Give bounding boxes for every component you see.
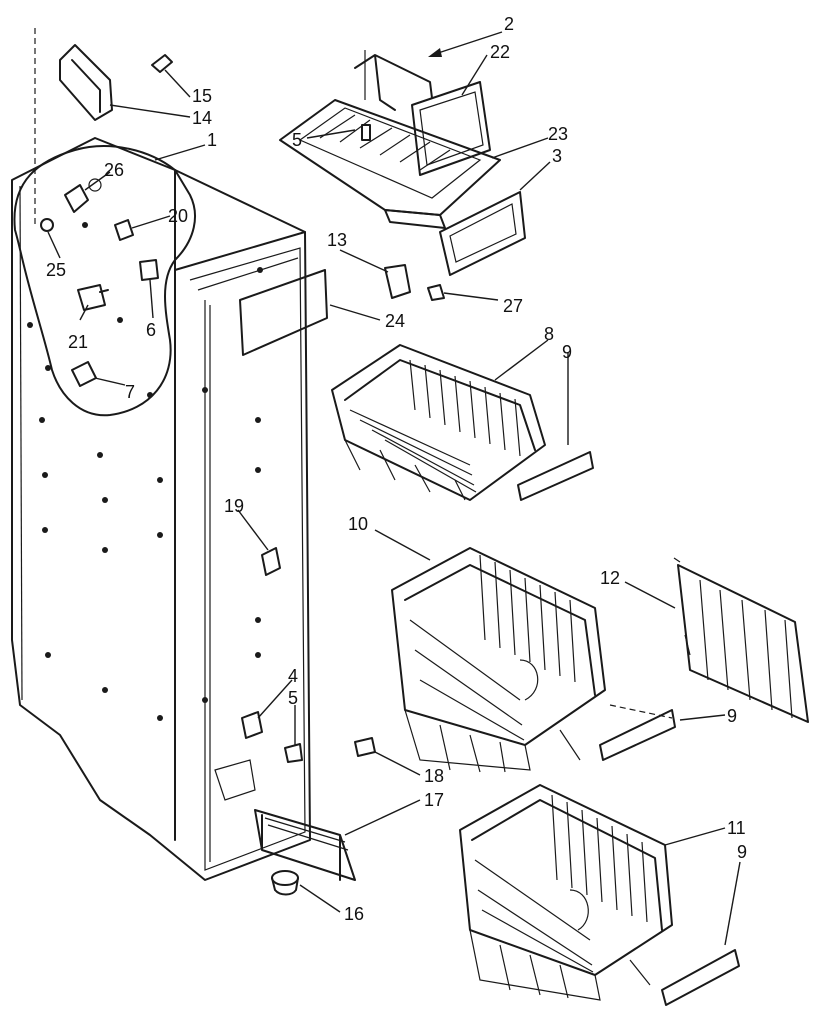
callout-4: 4	[288, 666, 298, 686]
callout-19: 19	[224, 496, 244, 516]
callout-13: 13	[327, 230, 347, 250]
trim-strip-9b	[599, 709, 676, 761]
wire-basket-8	[331, 344, 546, 501]
callout-3: 3	[552, 146, 562, 166]
callout-17: 17	[424, 790, 444, 810]
callout-26: 26	[104, 160, 124, 180]
callout-14: 14	[192, 108, 212, 128]
callout-leaders	[47, 31, 741, 946]
callout-10: 10	[348, 514, 368, 534]
callout-9-top: 9	[562, 342, 572, 362]
trim-panel-24	[239, 269, 328, 356]
liner-components	[40, 44, 376, 896]
alignment-line-9b	[609, 704, 673, 719]
callout-18: 18	[424, 766, 444, 786]
ice-maker-parts	[384, 264, 445, 301]
callout-9-bottom: 9	[737, 842, 747, 862]
callout-27: 27	[503, 296, 523, 316]
callout-23: 23	[548, 124, 568, 144]
callout-8: 8	[544, 324, 554, 344]
callout-25: 25	[46, 260, 66, 280]
callout-1: 1	[207, 130, 217, 150]
callout-16: 16	[344, 904, 364, 924]
callout-15: 15	[192, 86, 212, 106]
callout-21: 21	[68, 332, 88, 352]
trim-strip-9c	[661, 949, 740, 1006]
callout-12: 12	[600, 568, 620, 588]
callout-11: 11	[727, 818, 746, 838]
trim-strip-9a	[517, 451, 594, 501]
callout-5-bottom: 5	[288, 688, 298, 708]
callout-20: 20	[168, 206, 188, 226]
ice-shelf-assembly	[279, 50, 526, 276]
callout-22: 22	[490, 42, 510, 62]
callout-7: 7	[125, 382, 135, 402]
wire-basket-10	[391, 547, 606, 773]
callout-5-top: 5	[292, 130, 302, 150]
wire-basket-11	[459, 784, 673, 1001]
callout-labels: 2 22 23 3 5 15 14 1 26 20 25 6 21 7 13 2…	[46, 14, 747, 924]
callout-9-mid: 9	[727, 706, 737, 726]
callout-2: 2	[504, 14, 514, 34]
callout-6: 6	[146, 320, 156, 340]
callout-24: 24	[385, 311, 405, 331]
divider-panel-12	[673, 557, 809, 723]
freezer-liner	[11, 137, 311, 881]
